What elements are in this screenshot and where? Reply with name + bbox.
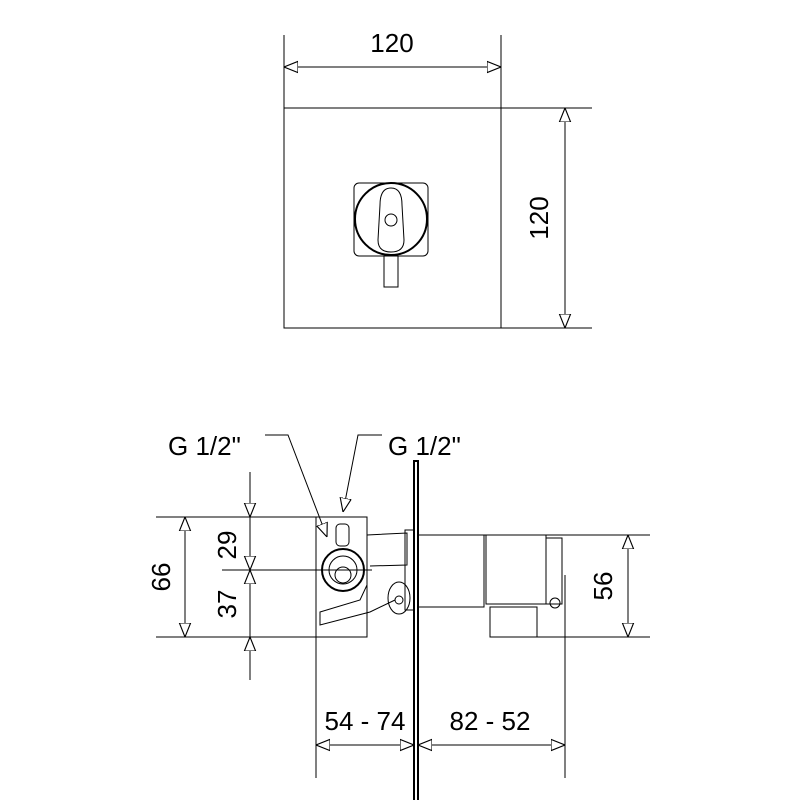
lever-handle <box>377 187 405 253</box>
body-height-label: 56 <box>588 572 618 601</box>
depth-range-1-label: 54 - 74 <box>325 706 406 736</box>
lower-dim-label: 37 <box>212 590 242 619</box>
depth-range-2-label: 82 - 52 <box>450 706 531 736</box>
control-knob <box>353 182 429 288</box>
leader-line-2 <box>343 434 382 512</box>
inlet-label-2: G 1/2" <box>388 431 461 461</box>
width-dim-label: 120 <box>370 28 413 58</box>
total-height-label: 66 <box>146 563 176 592</box>
cover-plate <box>283 107 502 329</box>
top-view: 120 120 <box>283 28 592 329</box>
inlet-label-1: G 1/2" <box>168 431 241 461</box>
wall-plate <box>413 460 419 800</box>
height-dim-label: 120 <box>524 196 554 239</box>
side-view: G 1/2" G 1/2" 66 29 37 <box>146 431 650 800</box>
cartridge-body <box>417 534 563 638</box>
valve-body <box>315 516 415 638</box>
leader-line-1 <box>265 434 327 537</box>
upper-dim-label: 29 <box>212 531 242 560</box>
